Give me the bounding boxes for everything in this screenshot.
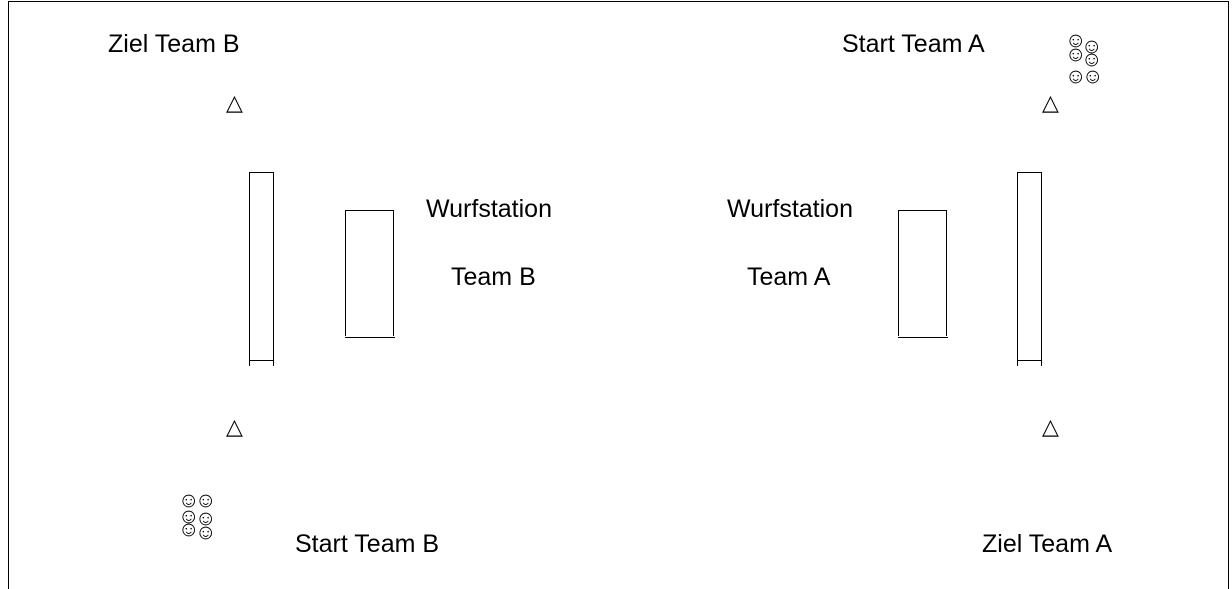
- team-a-players: ☺ ☺ ☺ ☺ ☺ ☺: [1065, 30, 1125, 90]
- field-border: [8, 1, 1229, 589]
- player-icon: ☺: [195, 507, 217, 530]
- player-icon: ☺: [1065, 29, 1087, 52]
- label-team-a: Team A: [747, 263, 831, 291]
- player-icon: ☺: [1065, 43, 1087, 66]
- label-ziel-team-b: Ziel Team B: [108, 30, 240, 58]
- long-bench-right-foot: [1017, 358, 1042, 366]
- long-bench-left: [249, 172, 274, 361]
- label-team-b: Team B: [451, 263, 536, 291]
- cone-icon: △: [1042, 90, 1059, 115]
- label-ziel-team-a: Ziel Team A: [982, 530, 1113, 558]
- player-icon: ☺: [195, 521, 217, 544]
- label-wurfstation-a: Wurfstation: [727, 195, 853, 223]
- label-start-team-b: Start Team B: [295, 530, 440, 558]
- label-start-team-a: Start Team A: [842, 30, 985, 58]
- player-icon: ☺: [178, 518, 200, 541]
- cone-icon: △: [226, 90, 243, 115]
- long-bench-right: [1017, 172, 1042, 361]
- throw-station-box-a: [897, 210, 948, 338]
- player-icon: ☺: [1065, 65, 1087, 88]
- player-icon: ☺: [1081, 35, 1103, 58]
- label-wurfstation-b: Wurfstation: [426, 195, 552, 223]
- player-icon: ☺: [1082, 65, 1104, 88]
- player-icon: ☺: [178, 505, 200, 528]
- long-bench-left-foot: [249, 358, 274, 366]
- throw-station-box-b: [344, 210, 395, 338]
- cone-icon: △: [226, 414, 243, 439]
- player-icon: ☺: [195, 489, 217, 512]
- team-b-players: ☺ ☺ ☺ ☺ ☺ ☺: [178, 490, 238, 550]
- player-icon: ☺: [1081, 48, 1103, 71]
- player-icon: ☺: [178, 489, 200, 512]
- cone-icon: △: [1042, 414, 1059, 439]
